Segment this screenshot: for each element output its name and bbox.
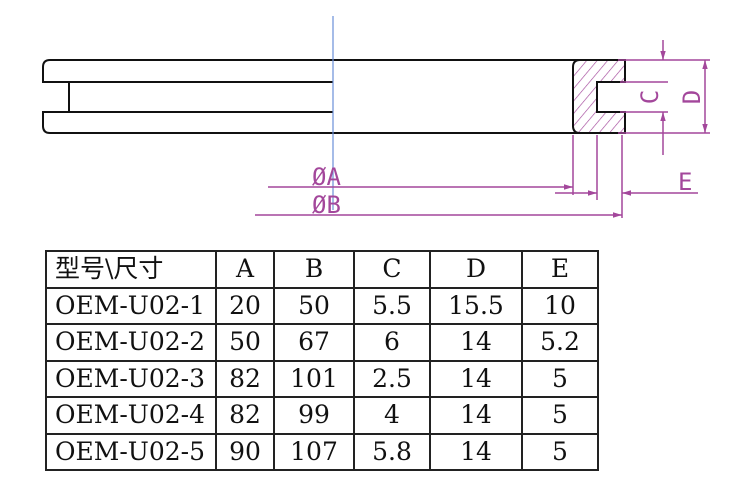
header-e: E xyxy=(521,250,599,289)
cell: 5 xyxy=(521,432,599,471)
cell: OEM-U02-5 xyxy=(45,432,217,471)
cell: 14 xyxy=(429,323,523,362)
label-b: ØB xyxy=(312,191,341,219)
cell: 5 xyxy=(521,359,599,398)
header-b: B xyxy=(273,250,355,289)
cell: 2.5 xyxy=(353,359,431,398)
cell: 4 xyxy=(353,396,431,435)
label-c: C xyxy=(636,90,664,104)
label-a: ØA xyxy=(312,163,341,191)
cell: 82 xyxy=(215,359,275,398)
header-d: D xyxy=(429,250,523,289)
cell: 99 xyxy=(273,396,355,435)
cell: 5 xyxy=(521,396,599,435)
header-c: C xyxy=(353,250,431,289)
cell: 50 xyxy=(215,323,275,362)
cell: 14 xyxy=(429,396,523,435)
cell: 5.5 xyxy=(353,286,431,325)
cell: 20 xyxy=(215,286,275,325)
cell: 10 xyxy=(521,286,599,325)
cell: OEM-U02-1 xyxy=(45,286,217,325)
cell: 14 xyxy=(429,359,523,398)
cell: 67 xyxy=(273,323,355,362)
hatched-section xyxy=(572,59,626,134)
cell: 15.5 xyxy=(429,286,523,325)
dimension-lines xyxy=(255,40,710,218)
label-e: E xyxy=(678,168,692,196)
cell: 5.8 xyxy=(353,432,431,471)
cell: OEM-U02-2 xyxy=(45,323,217,362)
cell: 82 xyxy=(215,396,275,435)
seal-drawing: ØA ØB E C D xyxy=(42,16,710,219)
header-model: 型号\尺寸 xyxy=(45,250,217,289)
cell: 50 xyxy=(273,286,355,325)
header-a: A xyxy=(215,250,275,289)
cell: 107 xyxy=(273,432,355,471)
cell: 6 xyxy=(353,323,431,362)
label-d: D xyxy=(678,90,706,104)
cell: 14 xyxy=(429,432,523,471)
table-header: 型号\尺寸 A B C D E xyxy=(45,250,599,289)
cell: 101 xyxy=(273,359,355,398)
cell: OEM-U02-4 xyxy=(45,396,217,435)
cell: 5.2 xyxy=(521,323,599,362)
cell: OEM-U02-3 xyxy=(45,359,217,398)
cell: 90 xyxy=(215,432,275,471)
seal-body xyxy=(42,59,580,134)
